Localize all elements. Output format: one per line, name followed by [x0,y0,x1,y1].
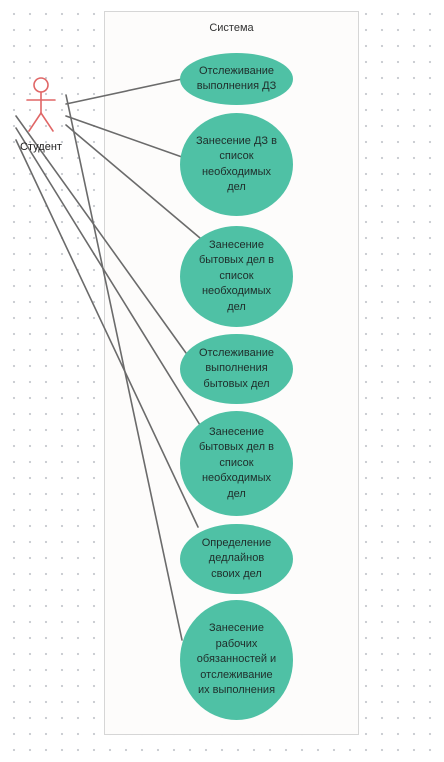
system-title: Система [209,22,254,34]
actor-label: Студент [20,141,62,153]
usecase-add-chores[interactable]: Занесение бытовых дел в список необходим… [180,226,293,327]
usecase-define-deadlines[interactable]: Определение дедлайнов своих дел [180,524,293,594]
usecase-track-chores[interactable]: Отслеживание выполнения бытовых дел [180,334,293,404]
stick-figure-icon [26,77,56,132]
usecase-add-homework[interactable]: Занесение ДЗ в список необходимых дел [180,113,293,216]
usecase-work-duties[interactable]: Занесение рабочих обязанностей и отслежи… [180,600,293,720]
usecase-track-homework[interactable]: Отслеживание выполнения ДЗ [180,53,293,105]
actor-student[interactable]: Студент [18,76,64,156]
usecase-add-chores-2[interactable]: Занесение бытовых дел в список необходим… [180,411,293,516]
